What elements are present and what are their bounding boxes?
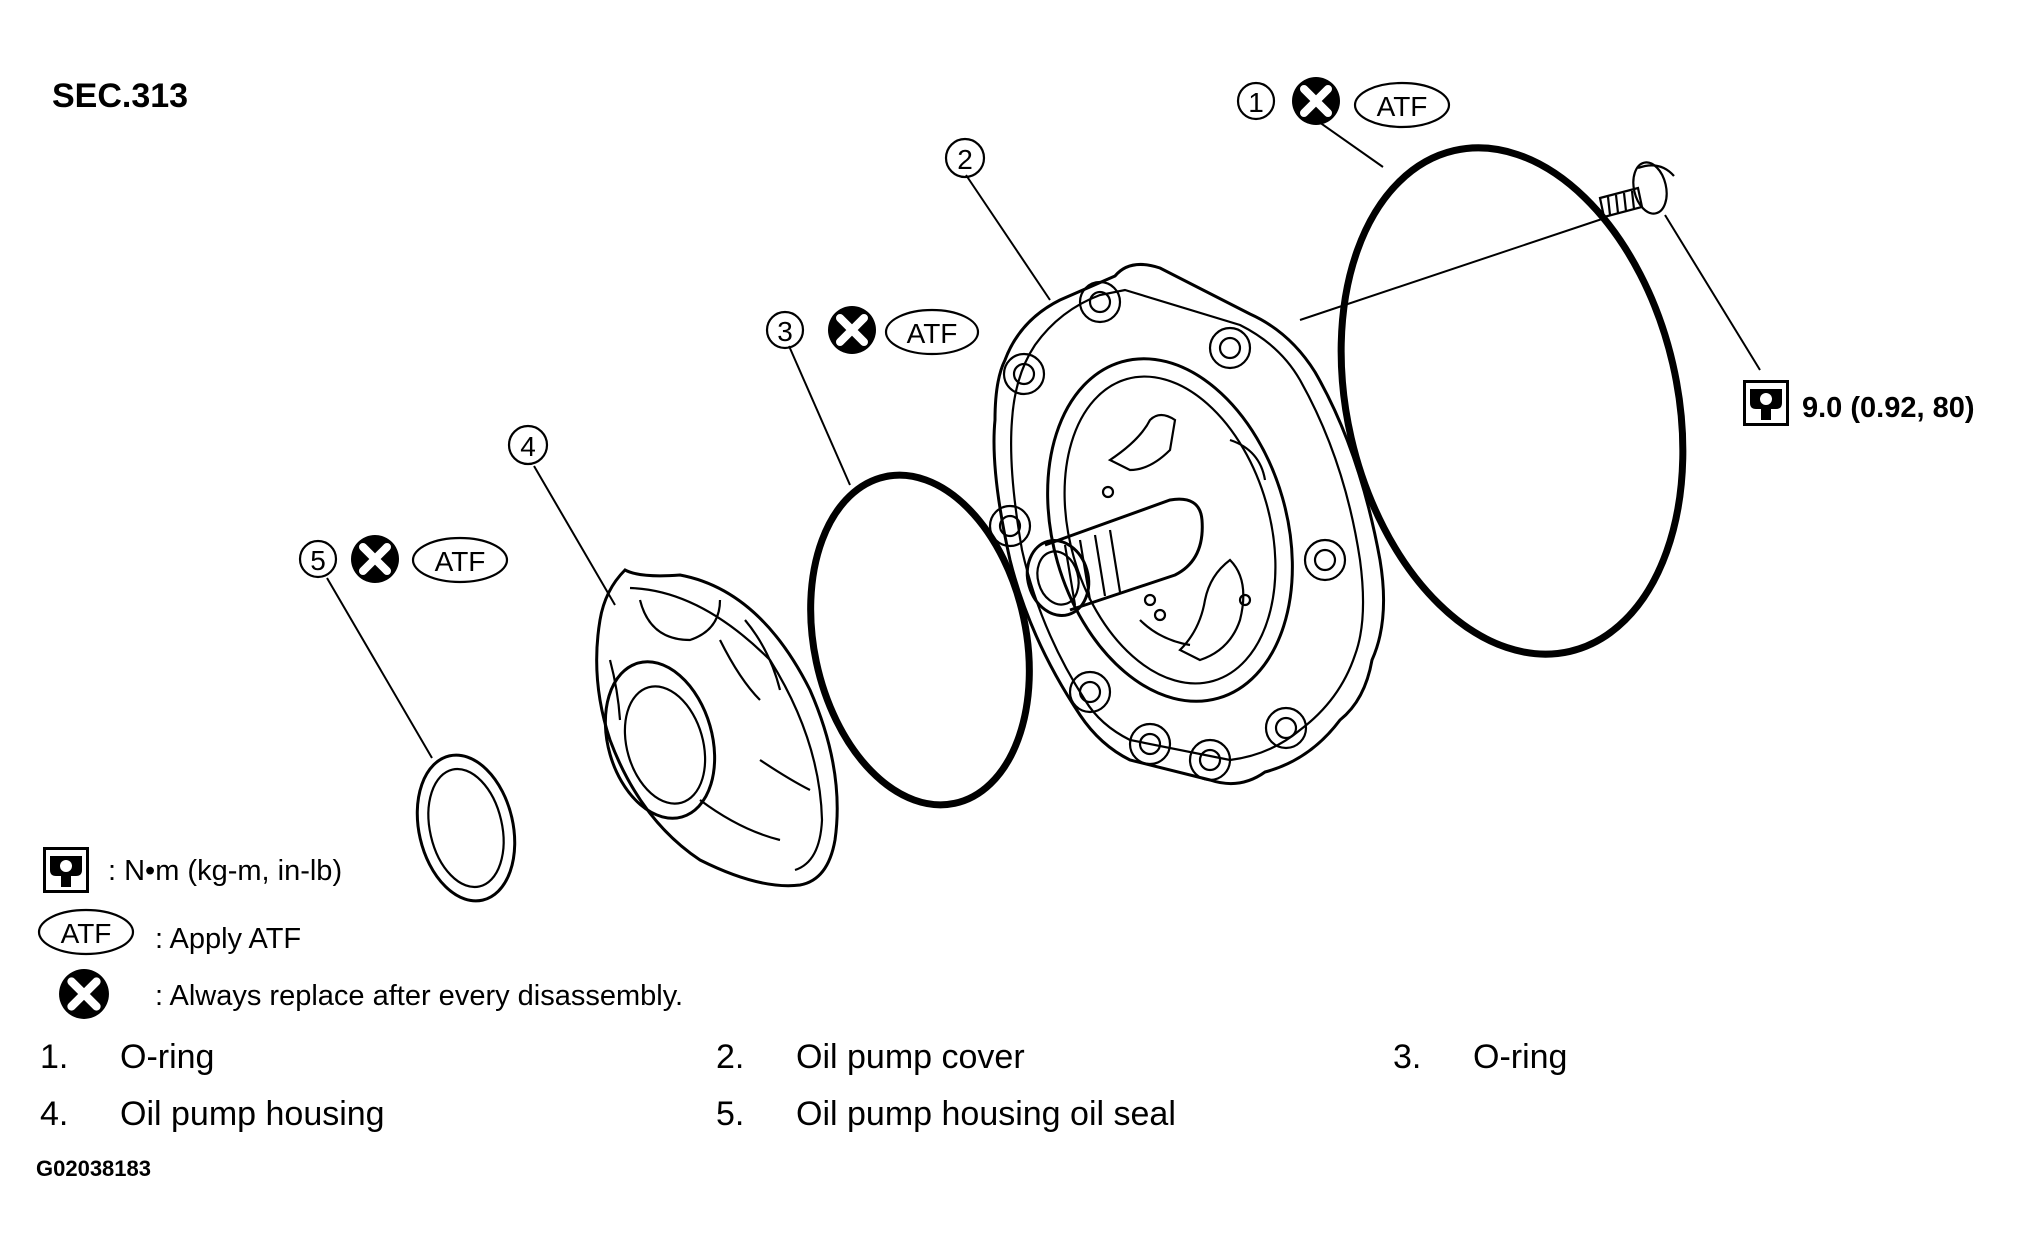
part-name: O-ring [120, 1038, 215, 1076]
callout-1-number: 1 [1248, 87, 1264, 118]
oil-pump-cover-drawing [988, 262, 1386, 786]
oil-pump-housing-drawing [595, 568, 839, 888]
legend-atf-text: : Apply ATF [155, 923, 301, 955]
torque-spec-label: 9.0 (0.92, 80) [1802, 392, 1975, 424]
replace-x-icon [351, 535, 399, 583]
part-number: 2. [716, 1038, 745, 1076]
callout-2-number: 2 [957, 144, 973, 175]
torque-wrench-icon [43, 847, 89, 893]
part-name: Oil pump housing [120, 1095, 385, 1133]
callout-2: 2 [944, 137, 986, 179]
legend: : N•m (kg-m, in-lb) ATF : Apply ATF : Al… [37, 847, 683, 1019]
callout-5-atf-badge: ATF [435, 546, 486, 577]
legend-torque-units: : N•m (kg-m, in-lb) [108, 855, 342, 887]
callout-1: 1 ATF [1236, 77, 1451, 129]
callout-5: 5 ATF [298, 535, 509, 583]
o-ring-1-drawing [1337, 144, 1687, 658]
callout-4-number: 4 [520, 431, 536, 462]
replace-x-icon [1292, 77, 1340, 125]
part-name: Oil pump cover [796, 1038, 1025, 1076]
part-number: 5. [716, 1095, 745, 1133]
callout-3-atf-badge: ATF [907, 318, 958, 349]
callout-1-atf-badge: ATF [1377, 91, 1428, 122]
oil-pump-seal-drawing [415, 753, 517, 903]
o-ring-3-drawing [807, 471, 1033, 809]
part-number: 1. [40, 1038, 69, 1076]
callout-4: 4 [507, 424, 549, 466]
part-number: 4. [40, 1095, 69, 1133]
section-title: SEC.313 [52, 77, 188, 115]
replace-x-icon [59, 969, 109, 1019]
callout-3-number: 3 [777, 316, 793, 347]
pump-cover-bolt [1598, 161, 1675, 219]
callout-5-number: 5 [310, 545, 326, 576]
legend-atf-badge: ATF [61, 918, 112, 949]
parts-key-row: 4. Oil pump housing 5. Oil pump housing … [40, 1095, 2000, 1152]
callout-3: 3 ATF [765, 306, 980, 356]
torque-wrench-icon [1743, 380, 1789, 426]
parts-key: 1. O-ring 2. Oil pump cover 3. O-ring 4.… [40, 1038, 2000, 1152]
part-name: Oil pump housing oil seal [796, 1095, 1176, 1133]
part-number: 3. [1393, 1038, 1422, 1076]
part-name: O-ring [1473, 1038, 1568, 1076]
figure-id: G02038183 [36, 1156, 151, 1181]
parts-key-row: 1. O-ring 2. Oil pump cover 3. O-ring [40, 1038, 2000, 1095]
replace-x-icon [828, 306, 876, 354]
legend-replace-text: : Always replace after every disassembly… [155, 980, 683, 1012]
